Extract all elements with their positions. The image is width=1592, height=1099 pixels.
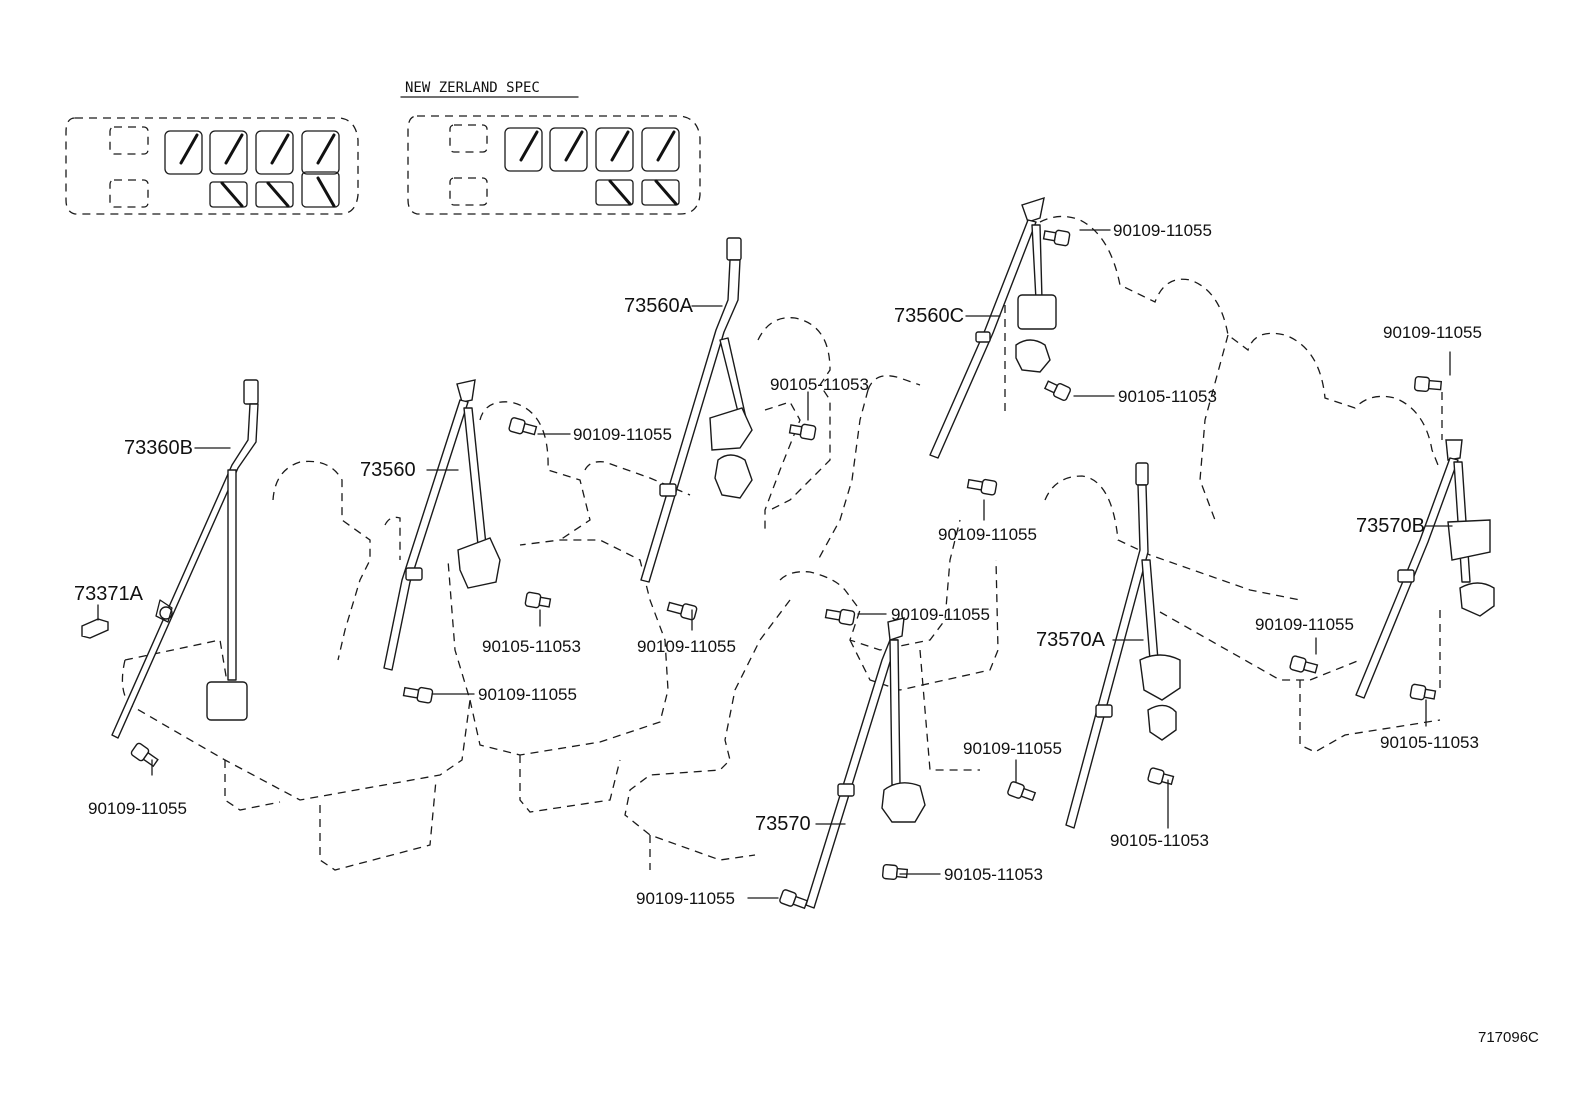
label-nut-seat4: 90105-11053 [1118, 387, 1217, 406]
label-bolt-seat5-lower: 90109-11055 [963, 739, 1062, 758]
seat-belt-73570 [805, 617, 926, 909]
seat-front-centre-outline [469, 401, 669, 813]
label-bolt-seat5-bottom: 90109-11055 [636, 889, 735, 908]
label-bolt-seat5-upper: 90109-11055 [891, 605, 990, 624]
label-bolt-seat4-lower: 90109-11055 [938, 525, 1037, 544]
label-73560C: 73560C [894, 305, 964, 327]
label-73371A: 73371A [74, 583, 144, 605]
label-73560A: 73560A [624, 295, 694, 317]
seat-second-right-outline [1004, 215, 1443, 753]
seat-belt-73560C [929, 196, 1057, 459]
label-bolt-seat2-lower: 90109-11055 [478, 685, 577, 704]
label-bolt-seat7-lower: 90109-11055 [1255, 615, 1354, 634]
label-73360B: 73360B [124, 437, 193, 459]
label-nut-seat2: 90105-11053 [482, 637, 581, 656]
figure-reference: 717096C [1478, 1029, 1539, 1046]
seat-second-left-outline [584, 317, 921, 561]
leader-lines [97, 229, 1453, 899]
label-bolt-seat2-upper: 90109-11055 [573, 425, 672, 444]
seat-belt-73560A [640, 237, 753, 583]
seat-third-row-outline [624, 519, 999, 870]
label-bolt-seat4-upper: 90109-11055 [1113, 221, 1212, 240]
label-73570B: 73570B [1356, 515, 1425, 537]
label-73570A: 73570A [1036, 629, 1106, 651]
fastener-labels: 90109-11055 90109-11055 90105-11053 9010… [88, 221, 1482, 908]
part-number-labels: 73360B 73371A 73560 73560A 73560C 73570 … [74, 295, 1425, 835]
fastener-shapes [130, 229, 1443, 910]
label-nut-seat3: 90105-11053 [770, 375, 869, 394]
label-nut-seat5: 90105-11053 [944, 865, 1043, 884]
label-bolt-seat7-upper: 90109-11055 [1383, 323, 1482, 342]
seat-layout-key-standard [65, 117, 359, 215]
label-73570: 73570 [755, 813, 811, 835]
label-nut-seat7: 90105-11053 [1380, 733, 1479, 752]
seat-belt-73570B [1355, 439, 1495, 699]
seat-belt-73560 [383, 379, 501, 671]
seat-belt-73360B [111, 379, 259, 739]
seat-belt-73570A [1065, 462, 1181, 829]
label-73560: 73560 [360, 459, 416, 481]
seat-layout-key-nz-spec [407, 115, 701, 215]
spec-label: NEW ZERLAND SPEC [405, 80, 540, 96]
label-bolt-seat1: 90109-11055 [88, 799, 187, 818]
label-nut-seat6: 90105-11053 [1110, 831, 1209, 850]
buckle-bracket-73371A [81, 618, 109, 639]
label-bolt-seat3: 90109-11055 [637, 637, 736, 656]
